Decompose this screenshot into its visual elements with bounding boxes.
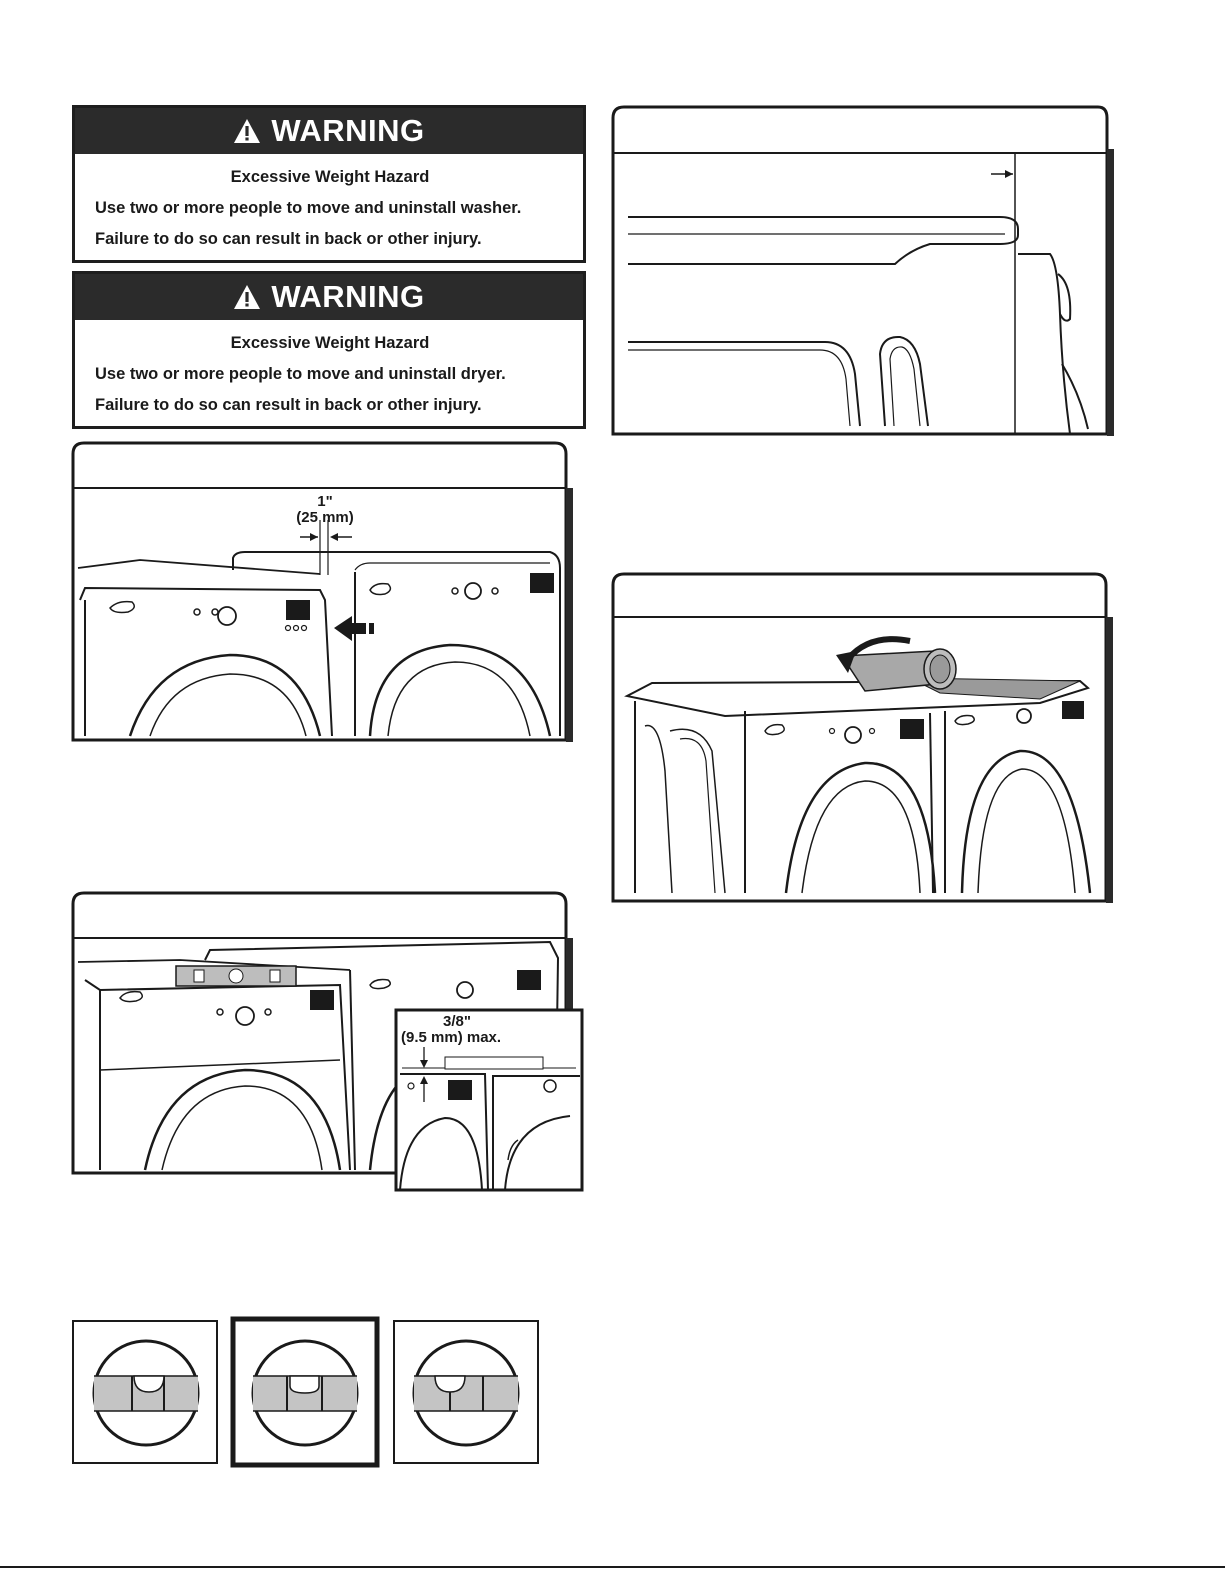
- level-indicator-center: [230, 1316, 380, 1468]
- figure-leveling: 3/8" (9.5 mm) max.: [70, 890, 586, 1194]
- warning-instruction: Use two or more people to move and unins…: [95, 365, 506, 383]
- warning-triangle-icon: [234, 285, 261, 309]
- hazard-name: Excessive Weight Hazard: [230, 334, 430, 352]
- warning-title: WARNING: [271, 279, 425, 314]
- gap-value: 1": [317, 493, 333, 510]
- warning-instruction: Use two or more people to move and unins…: [95, 199, 522, 217]
- leveling-value: 3/8": [443, 1013, 471, 1030]
- gap-metric: (25 mm): [296, 509, 354, 526]
- warning-title: WARNING: [271, 113, 425, 148]
- warning-triangle-icon: [234, 119, 261, 143]
- figure-appliance-gap: 1" (25 mm): [70, 440, 582, 744]
- warning-consequence: Failure to do so can result in back or o…: [95, 396, 482, 414]
- warning-header: WARNING: [75, 108, 583, 154]
- warning-box-dryer: WARNING Excessive Weight Hazard Use two …: [72, 271, 586, 429]
- gap-dimension-label: 1" (25 mm): [275, 494, 375, 526]
- warning-consequence: Failure to do so can result in back or o…: [95, 230, 482, 248]
- page-bottom-rule: [0, 1566, 1225, 1568]
- warning-header: WARNING: [75, 274, 583, 320]
- figure-top-edge-closeup: [610, 104, 1122, 438]
- level-indicator-right: [393, 1320, 539, 1464]
- figure-rolling-pipe: [610, 571, 1122, 905]
- level-indicator-left: [72, 1320, 218, 1464]
- hazard-name: Excessive Weight Hazard: [230, 168, 430, 186]
- leveling-dimension-label: 3/8" (9.5 mm) max.: [401, 1014, 513, 1046]
- warning-box-washer: WARNING Excessive Weight Hazard Use two …: [72, 105, 586, 263]
- leveling-metric: (9.5 mm) max.: [401, 1029, 502, 1046]
